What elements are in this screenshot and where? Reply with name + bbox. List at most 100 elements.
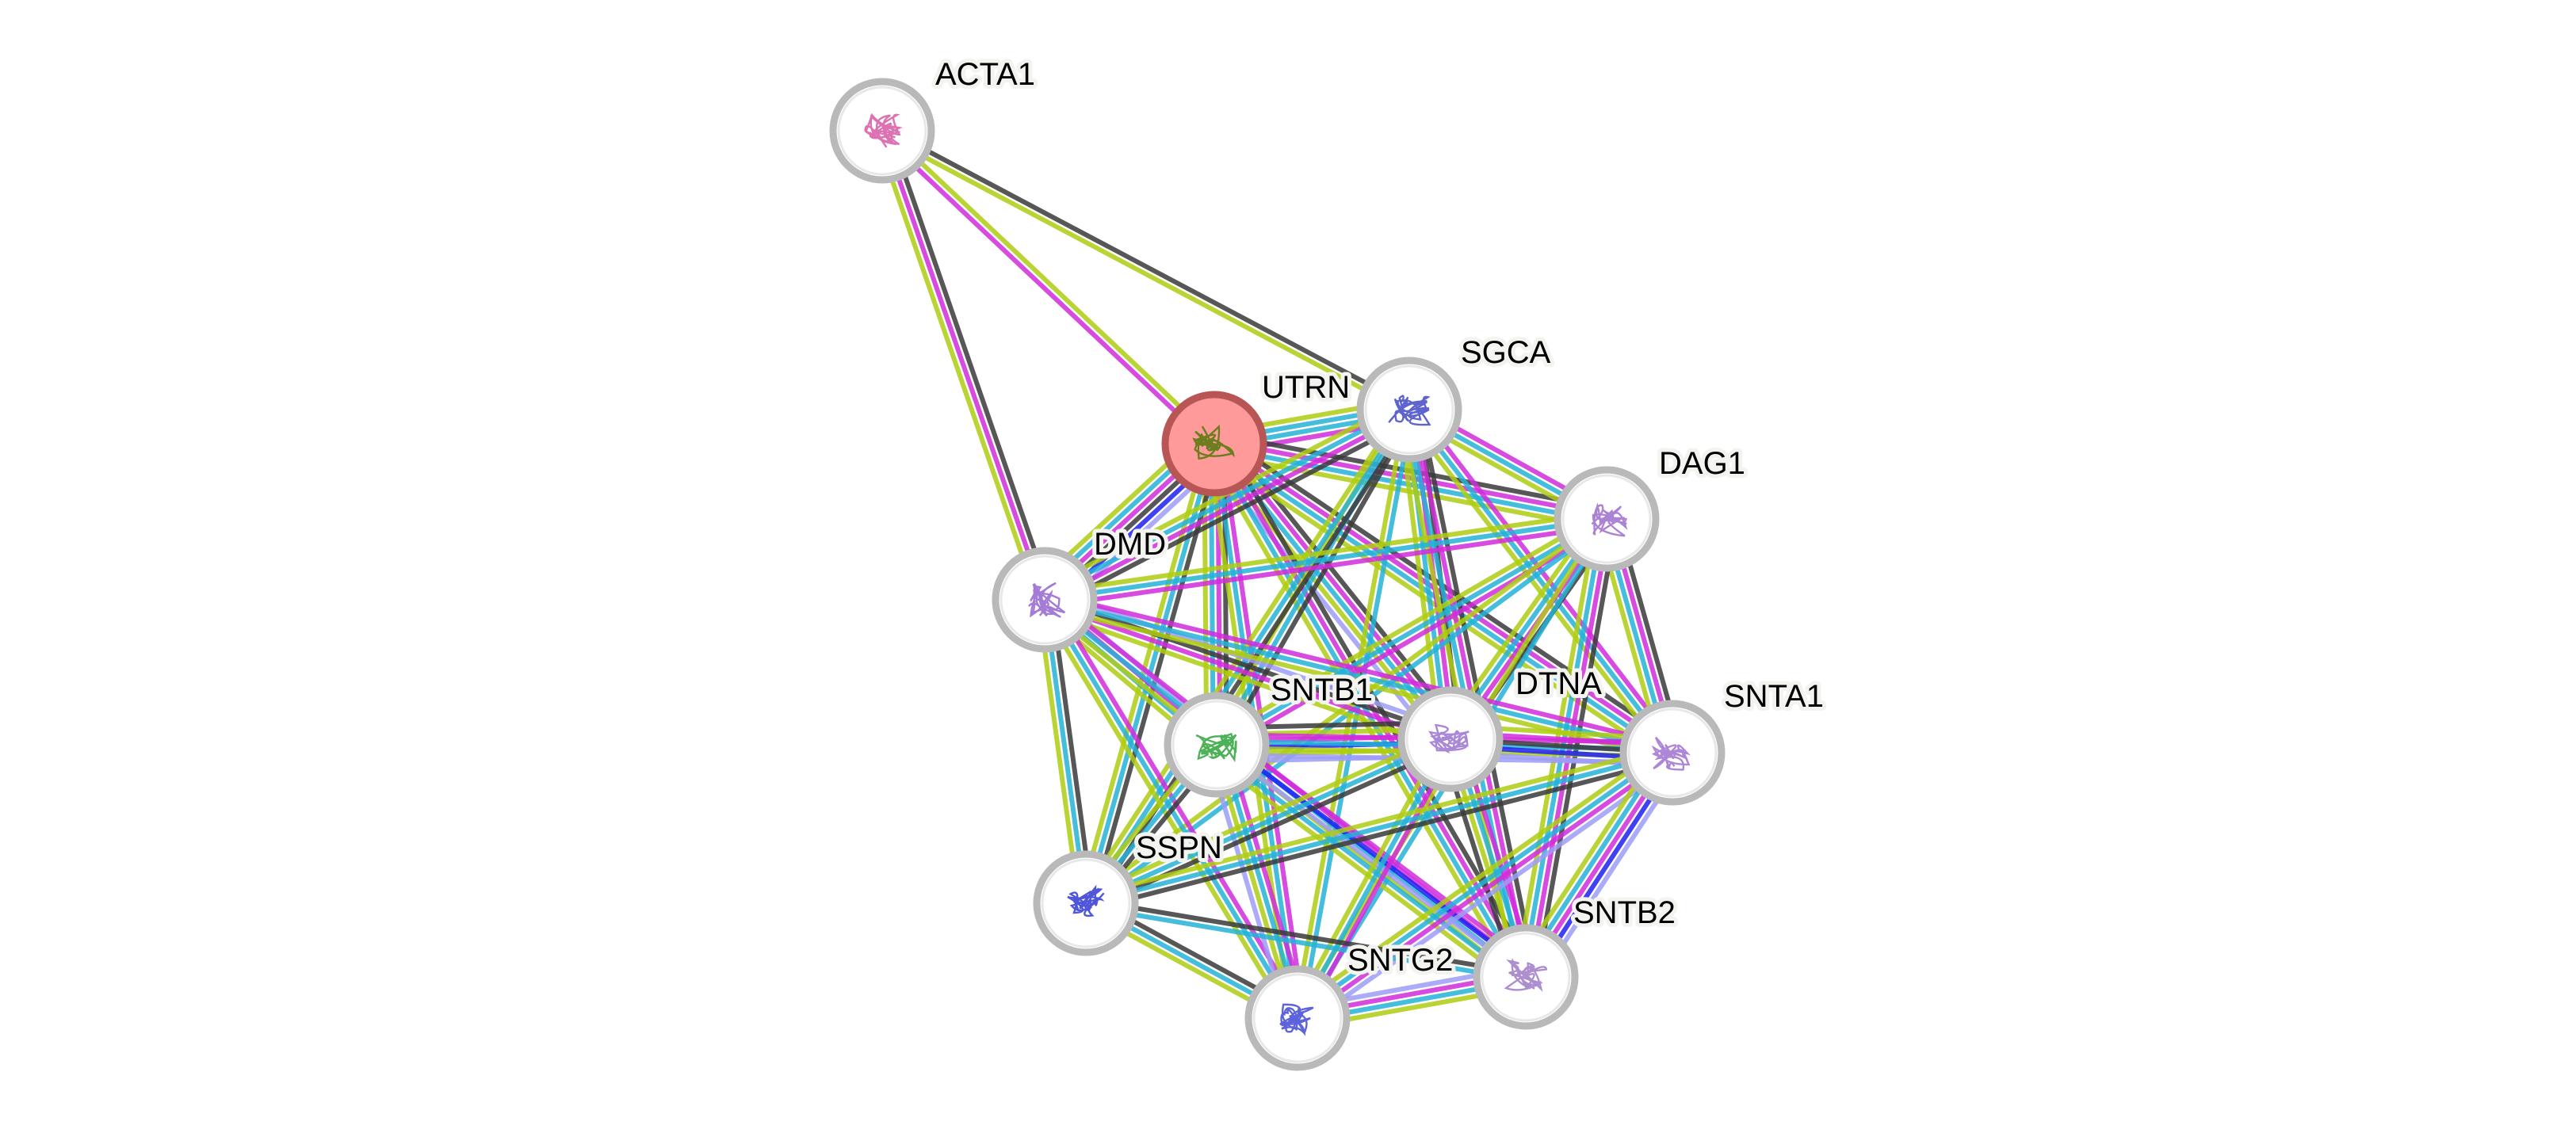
edge-channel-textmining bbox=[1084, 743, 1672, 899]
protein-structure-icon bbox=[1428, 723, 1470, 754]
protein-structure-icon bbox=[1279, 1003, 1314, 1036]
node-sntb2[interactable] bbox=[1473, 924, 1579, 1030]
nodes-layer bbox=[829, 78, 1726, 1071]
node-label-dmd: DMD bbox=[1094, 527, 1166, 562]
node-dmd[interactable] bbox=[992, 547, 1098, 653]
edge-channel-experiments bbox=[1045, 590, 1675, 749]
node-dag1[interactable] bbox=[1554, 466, 1660, 572]
node-inner-shadow bbox=[1627, 708, 1718, 798]
node-inner-shadow bbox=[1171, 700, 1262, 790]
node-inner-shadow bbox=[1561, 474, 1652, 564]
edge-channel-databases bbox=[1403, 410, 1450, 740]
edge-channel-databases bbox=[1215, 517, 1608, 747]
edge-channel-textmining bbox=[873, 132, 1041, 603]
node-inner-shadow bbox=[999, 555, 1090, 645]
edge-dmd-dtna[interactable] bbox=[1040, 588, 1455, 751]
edge-channel-databases bbox=[1211, 748, 1523, 985]
edge-channel-coexpression bbox=[1048, 416, 1416, 611]
edge-channel-databases bbox=[1298, 410, 1416, 1020]
node-label-sntb1: SNTB1 bbox=[1271, 673, 1373, 708]
edge-channel-coexpression bbox=[1086, 897, 1527, 976]
edge-snta1-sspn[interactable] bbox=[1084, 743, 1675, 913]
edge-channel-databases bbox=[1041, 404, 1409, 599]
node-label-dtna: DTNA bbox=[1515, 666, 1602, 701]
node-inner-shadow bbox=[1364, 364, 1454, 455]
protein-structure-icon bbox=[1192, 424, 1235, 460]
edge-acta1-dmd[interactable] bbox=[873, 128, 1053, 603]
edge-channel-textmining bbox=[1401, 412, 1669, 758]
protein-structure-icon bbox=[1028, 582, 1066, 618]
node-snta1[interactable] bbox=[1619, 700, 1726, 806]
edge-channel-coexpression bbox=[1045, 594, 1453, 738]
node-dtna[interactable] bbox=[1397, 686, 1504, 792]
edge-channel-databases bbox=[1044, 517, 1607, 602]
protein-structure-icon bbox=[1388, 395, 1431, 426]
edge-dtna-sntg2[interactable] bbox=[1289, 734, 1459, 1023]
node-label-sgca: SGCA bbox=[1461, 335, 1551, 370]
edge-dag1-dmd[interactable] bbox=[1043, 509, 1608, 609]
edge-channel-databases bbox=[1084, 737, 1452, 906]
edge-channel-textmining bbox=[1043, 509, 1607, 596]
edge-channel-databases bbox=[1044, 597, 1673, 755]
protein-structure-icon bbox=[1067, 884, 1105, 917]
node-acta1[interactable] bbox=[829, 78, 935, 184]
node-label-dag1: DAG1 bbox=[1659, 446, 1745, 481]
node-inner-shadow bbox=[1405, 694, 1496, 784]
protein-structure-icon bbox=[1504, 958, 1548, 992]
edge-channel-coexpression bbox=[1087, 757, 1675, 913]
node-sntg2[interactable] bbox=[1244, 965, 1351, 1071]
edge-channel-homology bbox=[1047, 588, 1455, 732]
node-sgca[interactable] bbox=[1356, 357, 1462, 463]
node-label-utrn: UTRN bbox=[1262, 370, 1350, 405]
edge-channel-experiments bbox=[1042, 601, 1450, 745]
edge-channel-experiments bbox=[1045, 523, 1608, 609]
edge-channel-experiments bbox=[1301, 741, 1459, 1023]
edge-channel-textmining bbox=[1206, 753, 1519, 990]
edge-channel-databases bbox=[1214, 408, 1412, 746]
edge-channel-homology bbox=[1301, 758, 1680, 1028]
node-circle[interactable] bbox=[1164, 692, 1270, 798]
node-label-sspn: SSPN bbox=[1136, 830, 1222, 865]
edge-channel-coexpression bbox=[1416, 406, 1538, 976]
protein-structure-icon bbox=[864, 113, 903, 148]
node-inner-shadow bbox=[1252, 973, 1343, 1063]
edge-channel-databases bbox=[1295, 738, 1453, 1020]
node-sntb1[interactable] bbox=[1164, 692, 1270, 798]
edge-channel-textmining bbox=[1212, 511, 1605, 742]
edge-acta1-sgca[interactable] bbox=[879, 125, 1412, 415]
protein-structure-icon bbox=[1651, 736, 1691, 771]
edge-channel-homology bbox=[1215, 742, 1527, 979]
edge-channel-textmining bbox=[882, 126, 1218, 444]
protein-structure-icon bbox=[1195, 732, 1237, 763]
node-label-snta1: SNTA1 bbox=[1724, 679, 1824, 714]
edge-channel-experiments bbox=[1298, 753, 1676, 1023]
edge-channel-textmining bbox=[1290, 742, 1668, 1013]
edge-channel-databases bbox=[1084, 904, 1526, 983]
node-utrn[interactable] bbox=[1161, 391, 1267, 497]
edge-channel-databases bbox=[1407, 408, 1675, 754]
edge-sspn-sntb2[interactable] bbox=[1084, 897, 1527, 983]
edge-channel-experiments bbox=[880, 130, 1047, 601]
edge-snta1-sntg2[interactable] bbox=[1290, 742, 1680, 1028]
node-inner-shadow bbox=[1481, 932, 1571, 1022]
node-sspn[interactable] bbox=[1033, 850, 1139, 956]
edge-channel-databases bbox=[1085, 750, 1673, 906]
node-inner-shadow bbox=[1041, 858, 1131, 948]
edge-channel-experiments bbox=[1045, 410, 1412, 605]
edge-channel-databases bbox=[1294, 748, 1672, 1017]
edge-acta1-utrn[interactable] bbox=[878, 126, 1218, 448]
node-label-sntb2: SNTB2 bbox=[1573, 895, 1676, 930]
edge-sgca-snta1[interactable] bbox=[1401, 404, 1680, 758]
edge-channel-gene-fusion bbox=[1219, 737, 1531, 974]
edge-channel-textmining bbox=[1082, 731, 1449, 899]
edge-channel-coexpression bbox=[882, 125, 1412, 409]
node-inner-shadow bbox=[837, 86, 927, 176]
edge-channel-experiments bbox=[1412, 404, 1680, 750]
edge-channel-textmining bbox=[1289, 734, 1447, 1017]
edge-channel-coexpression bbox=[1222, 433, 1463, 733]
node-label-acta1: ACTA1 bbox=[935, 57, 1035, 92]
edge-channel-coexpression bbox=[1220, 411, 1417, 750]
edge-channel-coexpression bbox=[886, 128, 1053, 599]
